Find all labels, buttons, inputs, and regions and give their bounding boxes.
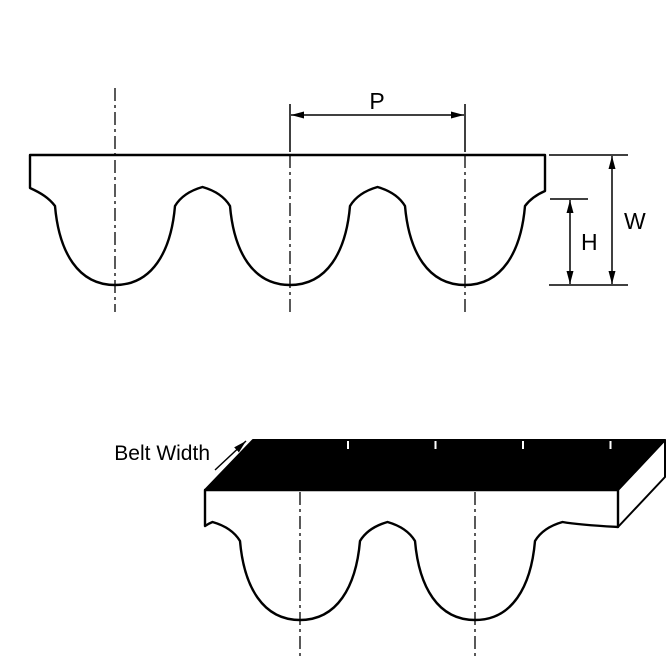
tooth-height-label: H [581,229,598,255]
pitch-dimension: P [289,88,466,152]
belt-width-label: Belt Width [114,442,210,465]
overall-height-dimension: W [549,154,646,286]
belt-width-annotation: Belt Width [114,440,247,471]
belt-front-face-outline [203,488,620,622]
tooth-height-dimension: H [550,198,598,284]
top-face-tooth-marks [347,441,612,449]
perspective-view: Belt Width [114,439,666,656]
belt-top-face [204,439,666,491]
belt-cross-section-outline [28,153,547,287]
overall-height-label: W [624,208,646,234]
belt-width-arrow [214,440,247,471]
pitch-label: P [369,88,384,114]
cross-section-view: P W H [28,88,646,312]
